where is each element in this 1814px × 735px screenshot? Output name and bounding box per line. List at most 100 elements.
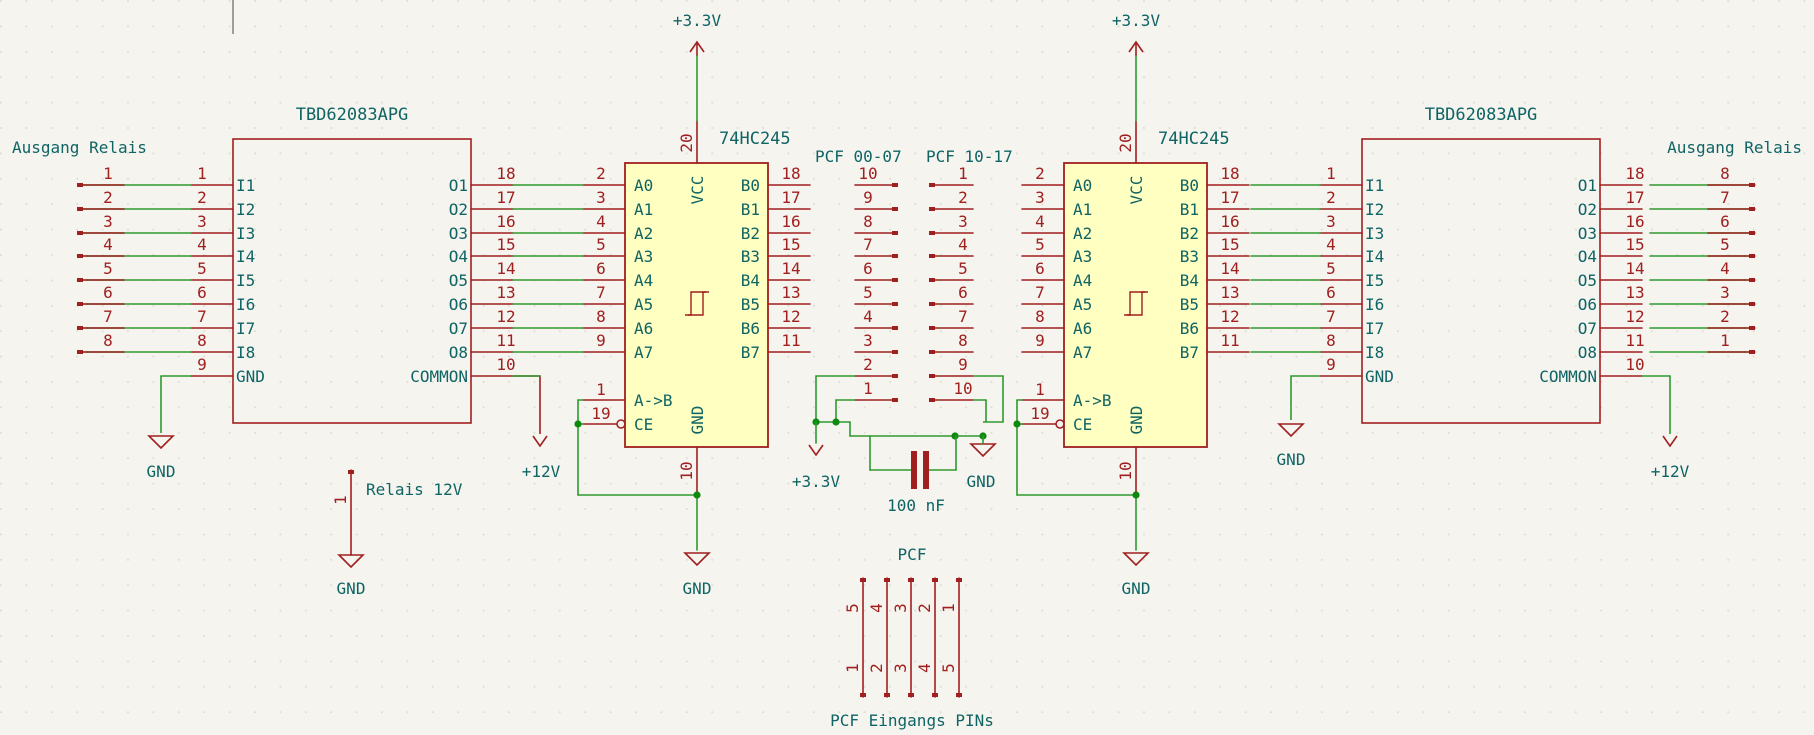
right-buffer-a-pin-number: 7	[1035, 283, 1045, 302]
ground-label: GND	[967, 472, 996, 491]
left-driver-input-name: I3	[236, 224, 255, 243]
right-driver-input-pin-number: 4	[1326, 235, 1336, 254]
left-driver-output-name: O8	[449, 343, 468, 362]
right-buffer-b-name: B6	[1180, 319, 1199, 338]
ground-label: GND	[1277, 450, 1306, 469]
pin-end-marker	[77, 326, 83, 330]
ground-label: GND	[147, 462, 176, 481]
pcf-header-top-pin-number: 2	[915, 603, 934, 613]
ausgang-left-pin-number: 2	[103, 188, 113, 207]
pin-end-marker	[908, 693, 914, 697]
left-driver-output-pin-number: 15	[496, 235, 515, 254]
pin-end-marker	[892, 326, 898, 330]
pcf-header-bottom-pin-number: 1	[843, 663, 862, 673]
left-driver-output-name: O4	[449, 247, 468, 266]
right-driver-input-name: I1	[1365, 176, 1384, 195]
right-driver-output-pin-number: 14	[1625, 259, 1644, 278]
left-buffer-b-name: B6	[741, 319, 760, 338]
power-label: +3.3V	[792, 472, 841, 491]
pin-end-marker	[1749, 278, 1755, 282]
pcf-00-07-pin-number: 8	[863, 212, 873, 231]
right-buffer-a-pin-number: 8	[1035, 307, 1045, 326]
pin-end-marker	[1749, 254, 1755, 258]
right-driver-output-pin-number: 11	[1625, 331, 1644, 350]
left-driver-input-pin-number: 1	[197, 164, 207, 183]
pin-end-marker	[956, 578, 962, 582]
right-driver-common-wire	[1642, 375, 1671, 434]
left-driver-gnd-wire	[160, 375, 191, 433]
ausgang-right-pin-number: 4	[1720, 259, 1730, 278]
left-buffer-vcc-pin-number: 20	[677, 133, 696, 152]
left-buffer-gnd-pin-number: 10	[677, 461, 696, 480]
power-label: +3.3V	[1112, 11, 1161, 30]
left-buffer-a-name: A0	[634, 176, 653, 195]
left-driver-title: TBD62083APG	[296, 105, 409, 125]
right-driver-common-name: COMMON	[1539, 367, 1597, 386]
right-driver-gnd-pin-number: 9	[1326, 355, 1336, 374]
pin-end-marker	[77, 207, 83, 211]
pin-end-marker	[929, 374, 935, 378]
left-buffer-b-name: B0	[741, 176, 760, 195]
pcf-00-07-pin-number: 10	[858, 164, 877, 183]
right-driver-input-pin-number: 3	[1326, 212, 1336, 231]
left-driver-gnd-name: GND	[236, 367, 265, 386]
left-buffer-ce-pin-number: 19	[591, 404, 610, 423]
left-driver-input-name: I8	[236, 343, 255, 362]
right-driver-input-name: I4	[1365, 247, 1384, 266]
right-buffer-ce-pin-number: 19	[1030, 404, 1049, 423]
right-buffer-b-name: B4	[1180, 271, 1199, 290]
left-driver-input-name: I1	[236, 176, 255, 195]
pin-end-marker	[77, 183, 83, 187]
ausgang-right-pin-number: 7	[1720, 188, 1730, 207]
ausgang-left-label: Ausgang Relais	[12, 138, 147, 157]
left-buffer-a-pin-number: 8	[596, 307, 606, 326]
left-driver-output-name: O2	[449, 200, 468, 219]
left-driver-output-name: O7	[449, 319, 468, 338]
left-driver-output-pin-number: 17	[496, 188, 515, 207]
left-driver-input-name: I6	[236, 295, 255, 314]
right-driver-gnd-name: GND	[1365, 367, 1394, 386]
right-driver-input-pin-number: 7	[1326, 307, 1336, 326]
right-buffer-a-name: A0	[1073, 176, 1092, 195]
left-buffer-a-name: A3	[634, 247, 653, 266]
left-driver-input-name: I4	[236, 247, 255, 266]
right-driver-input-name: I7	[1365, 319, 1384, 338]
right-driver-body	[1361, 138, 1601, 424]
pcf-10-17-pin-number: 5	[958, 259, 968, 278]
power-arrow-icon	[1662, 435, 1678, 448]
left-driver-output-pin-number: 18	[496, 164, 515, 183]
left-driver-output-pin-number: 13	[496, 283, 515, 302]
ausgang-right-pin-number: 6	[1720, 212, 1730, 231]
right-driver-output-name: O2	[1578, 200, 1597, 219]
pin-end-marker	[77, 350, 83, 354]
left-buffer-ce-inversion-bubble	[616, 419, 626, 429]
ground-icon	[147, 435, 175, 450]
right-buffer-b-name: B1	[1180, 200, 1199, 219]
right-buffer-a-name: A5	[1073, 295, 1092, 314]
pin-end-marker	[929, 350, 935, 354]
pin-end-marker	[929, 302, 935, 306]
left-driver-output-pin-number: 11	[496, 331, 515, 350]
pcf-header-bottom-pin-number: 2	[867, 663, 886, 673]
pin-end-marker	[348, 470, 354, 474]
left-buffer-b-name: B7	[741, 343, 760, 362]
left-driver-input-pin-number: 8	[197, 331, 207, 350]
ausgang-left-pin-number: 4	[103, 235, 113, 254]
right-buffer-b-name: B3	[1180, 247, 1199, 266]
ground-icon	[683, 552, 711, 567]
right-buffer-gnd-name: GND	[1127, 406, 1146, 435]
right-driver-output-pin-number: 18	[1625, 164, 1644, 183]
left-driver-gnd-pin-number: 9	[197, 355, 207, 374]
power-arrow-icon	[1128, 40, 1144, 53]
ausgang-left-pin-number: 7	[103, 307, 113, 326]
pcf-header-subtitle: PCF Eingangs PINs	[830, 711, 994, 730]
ausgang-right-pin-number: 5	[1720, 235, 1730, 254]
pcf-header-top-pin-number: 5	[843, 603, 862, 613]
right-driver-output-name: O5	[1578, 271, 1597, 290]
right-driver-output-name: O6	[1578, 295, 1597, 314]
right-driver-output-name: O8	[1578, 343, 1597, 362]
right-buffer-a-name: A3	[1073, 247, 1092, 266]
left-buffer-b-name: B4	[741, 271, 760, 290]
